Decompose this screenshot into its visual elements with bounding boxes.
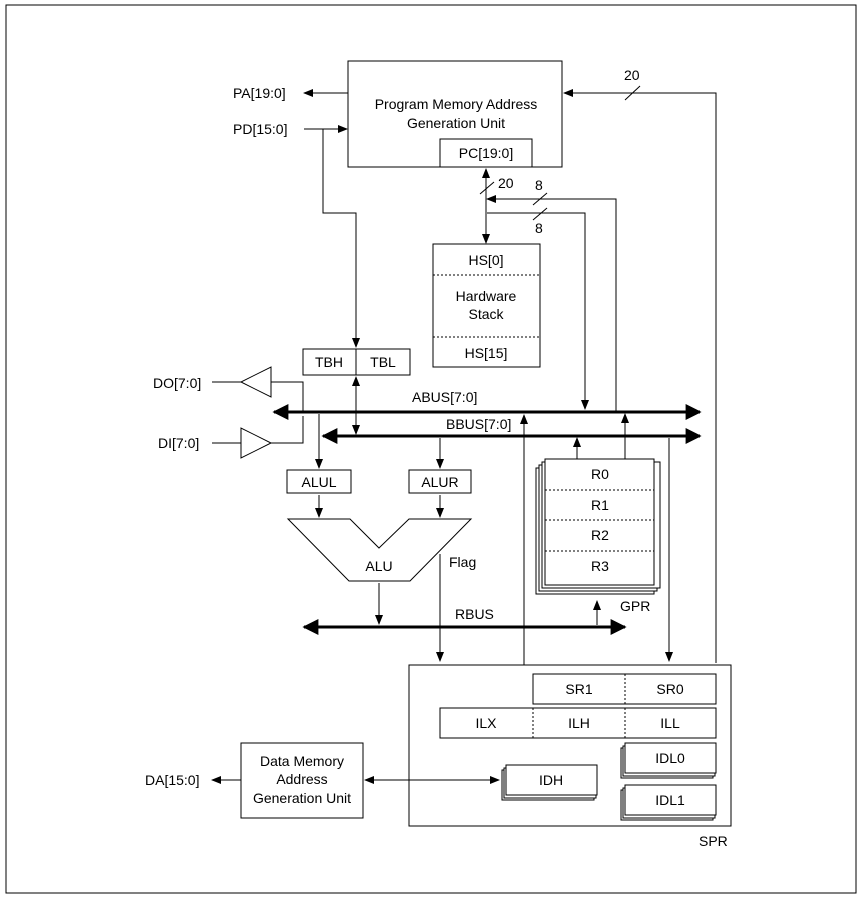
gpr-label: GPR <box>620 598 650 614</box>
table-register: TBH TBL <box>302 348 411 376</box>
r1-label: R1 <box>591 497 609 513</box>
idl0-register <box>624 742 717 774</box>
idl1-label: IDL1 <box>655 792 685 808</box>
program-memory-address-generation-unit: Program Memory Address Generation Unit P… <box>347 60 563 168</box>
bbus-label: BBUS[7:0] <box>446 416 511 432</box>
hw-stack-label-line1: Hardware <box>456 288 517 304</box>
idh-register <box>505 764 598 796</box>
w8-bottom-label: 8 <box>535 220 543 236</box>
spr-label: SPR <box>699 833 728 849</box>
idl1-register <box>624 784 717 816</box>
do-to-abus-line <box>271 381 304 411</box>
tbh-label: TBH <box>315 354 343 370</box>
di-to-abus-line <box>271 416 304 444</box>
w8-bottom-slash <box>532 207 548 221</box>
pd-to-tbh-line <box>322 129 360 348</box>
pa-label: PA[19:0] <box>233 85 286 101</box>
alul-register <box>286 469 352 494</box>
sr0-label: SR0 <box>656 681 683 697</box>
di-buffer <box>240 427 273 459</box>
di-label: DI[7:0] <box>158 435 199 451</box>
hs0-label: HS[0] <box>468 252 503 268</box>
w8-top-label: 8 <box>535 177 543 193</box>
spr-block: SR1 SR0 ILX ILH ILL IDL0 IDL1 IDH <box>408 664 732 827</box>
il-register <box>439 707 717 739</box>
w20-top-label: 20 <box>624 67 640 83</box>
pc-label: PC[19:0] <box>459 145 513 161</box>
spr-to-pmagu-line <box>563 89 717 663</box>
w20-top-slash <box>624 85 641 101</box>
w20-pc-label: 20 <box>498 175 514 191</box>
alur-label: ALUR <box>421 474 458 490</box>
ill-label: ILL <box>660 715 680 731</box>
abus-to-pc-line <box>486 195 617 411</box>
gpr-register-file: R0 R1 R2 R3 <box>535 458 661 595</box>
pd-label: PD[15:0] <box>233 121 287 137</box>
alul-label: ALUL <box>301 474 336 490</box>
r0-label: R0 <box>591 466 609 482</box>
ilh-label: ILH <box>568 715 590 731</box>
idl0-label: IDL0 <box>655 750 685 766</box>
r2-label: R2 <box>591 527 609 543</box>
rbus-label: RBUS <box>455 606 494 622</box>
alur-register <box>408 469 472 494</box>
hardware-stack: HS[0] Hardware Stack HS[15] <box>432 243 541 368</box>
ilx-label: ILX <box>475 715 497 731</box>
dmagu-label-line2: Address <box>276 771 327 787</box>
do-label: DO[7:0] <box>153 375 201 391</box>
r3-label: R3 <box>591 558 609 574</box>
hw-stack-label-line2: Stack <box>468 306 504 322</box>
abus-label: ABUS[7:0] <box>412 389 477 405</box>
flag-label: Flag <box>449 554 476 570</box>
pmagu-label-line1: Program Memory Address <box>375 96 538 112</box>
alu <box>286 518 473 582</box>
alu-label: ALU <box>365 558 392 574</box>
pc-register <box>439 138 533 168</box>
pmagu-label-line2: Generation Unit <box>407 115 505 131</box>
pc-to-abus-line <box>487 212 589 410</box>
tbl-label: TBL <box>370 354 396 370</box>
w20-pc-slash <box>479 181 495 195</box>
da-label: DA[15:0] <box>145 772 199 788</box>
sr1-label: SR1 <box>565 681 592 697</box>
data-memory-address-generation-unit: Data Memory Address Generation Unit <box>240 742 364 819</box>
w8-top-slash <box>532 192 548 206</box>
hs15-label: HS[15] <box>465 345 508 361</box>
dmagu-label-line1: Data Memory <box>260 753 344 769</box>
dmagu-label-line3: Generation Unit <box>253 790 351 806</box>
idh-label: IDH <box>539 772 563 788</box>
